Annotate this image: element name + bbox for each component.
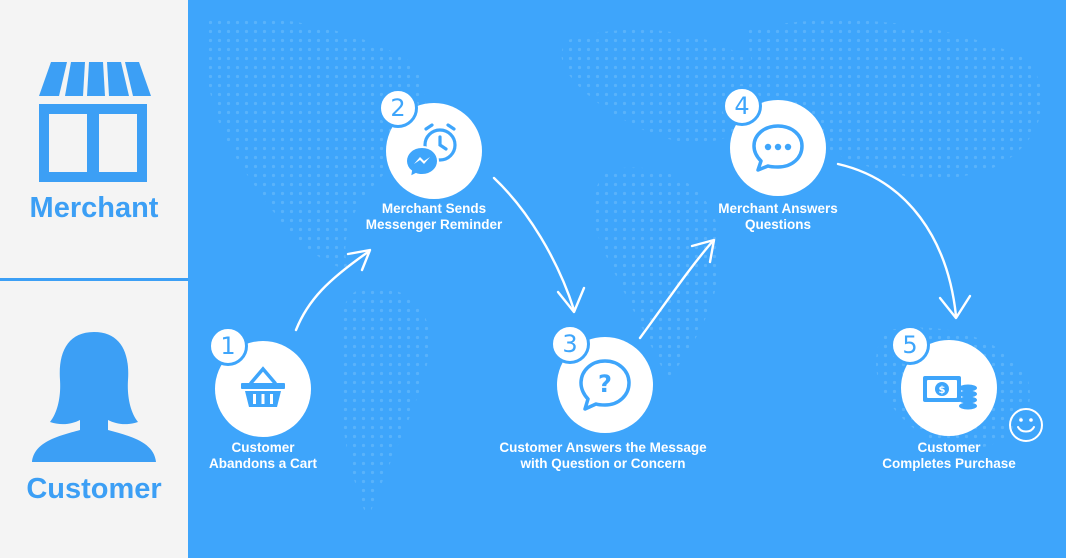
svg-text:?: ? [598, 370, 612, 398]
arrow-2-to-3 [492, 176, 576, 312]
smiley-icon [1009, 408, 1043, 442]
step-5-caption: Customer Completes Purchase [819, 440, 1066, 472]
step-5-caption-line1: Customer [917, 440, 981, 455]
step-3-badge: 3 [550, 324, 590, 364]
chat-bubble-icon [752, 124, 804, 172]
messenger-alarm-icon [404, 123, 457, 179]
step-5-badge: 5 [890, 325, 930, 365]
step-3-caption-line1: Customer Answers the Message [499, 440, 707, 455]
basket-icon [241, 366, 285, 407]
arrow-4-to-5 [836, 162, 958, 318]
merchant-label: Merchant [29, 192, 159, 224]
step-3-caption: Customer Answers the Message with Questi… [473, 440, 733, 472]
step-1-caption-line2: Abandons a Cart [208, 456, 317, 471]
step-5-caption-line2: Completes Purchase [882, 456, 1016, 471]
step-4-caption-line1: Merchant Answers [718, 201, 838, 216]
step-4-badge: 4 [722, 86, 762, 126]
arrow-1-to-2-head [346, 248, 372, 272]
customer-label: Customer [26, 473, 162, 505]
question-bubble-icon: ? [579, 359, 631, 411]
role-panel: Merchant Customer [0, 0, 188, 558]
person-icon [32, 332, 156, 462]
step-2-caption: Merchant Sends Messenger Reminder [304, 201, 564, 233]
step-1-caption-line1: Customer [231, 440, 295, 455]
arrow-1-to-2 [294, 250, 370, 332]
money-icon: $ [923, 376, 977, 410]
svg-text:$: $ [939, 385, 946, 396]
arrow-4-to-5-head [938, 294, 972, 320]
arrow-3-to-4 [638, 240, 714, 340]
step-2-badge: 2 [378, 88, 418, 128]
flow-arrows [294, 162, 972, 340]
step-2-caption-line1: Merchant Sends [381, 201, 487, 216]
step-1-caption: Customer Abandons a Cart [188, 440, 393, 472]
arrow-3-to-4-head [690, 238, 716, 264]
flow-diagram: 1 Customer Abandons a Cart 2 [188, 0, 1066, 558]
role-divider [0, 278, 188, 281]
step-1-badge: 1 [208, 326, 248, 366]
step-2-caption-line2: Messenger Reminder [365, 217, 503, 232]
store-icon [39, 62, 151, 182]
step-3-caption-line2: with Question or Concern [520, 456, 686, 471]
step-4-caption: Merchant Answers Questions [648, 201, 908, 233]
step-4-caption-line2: Questions [744, 217, 811, 232]
arrow-2-to-3-head [556, 286, 586, 314]
